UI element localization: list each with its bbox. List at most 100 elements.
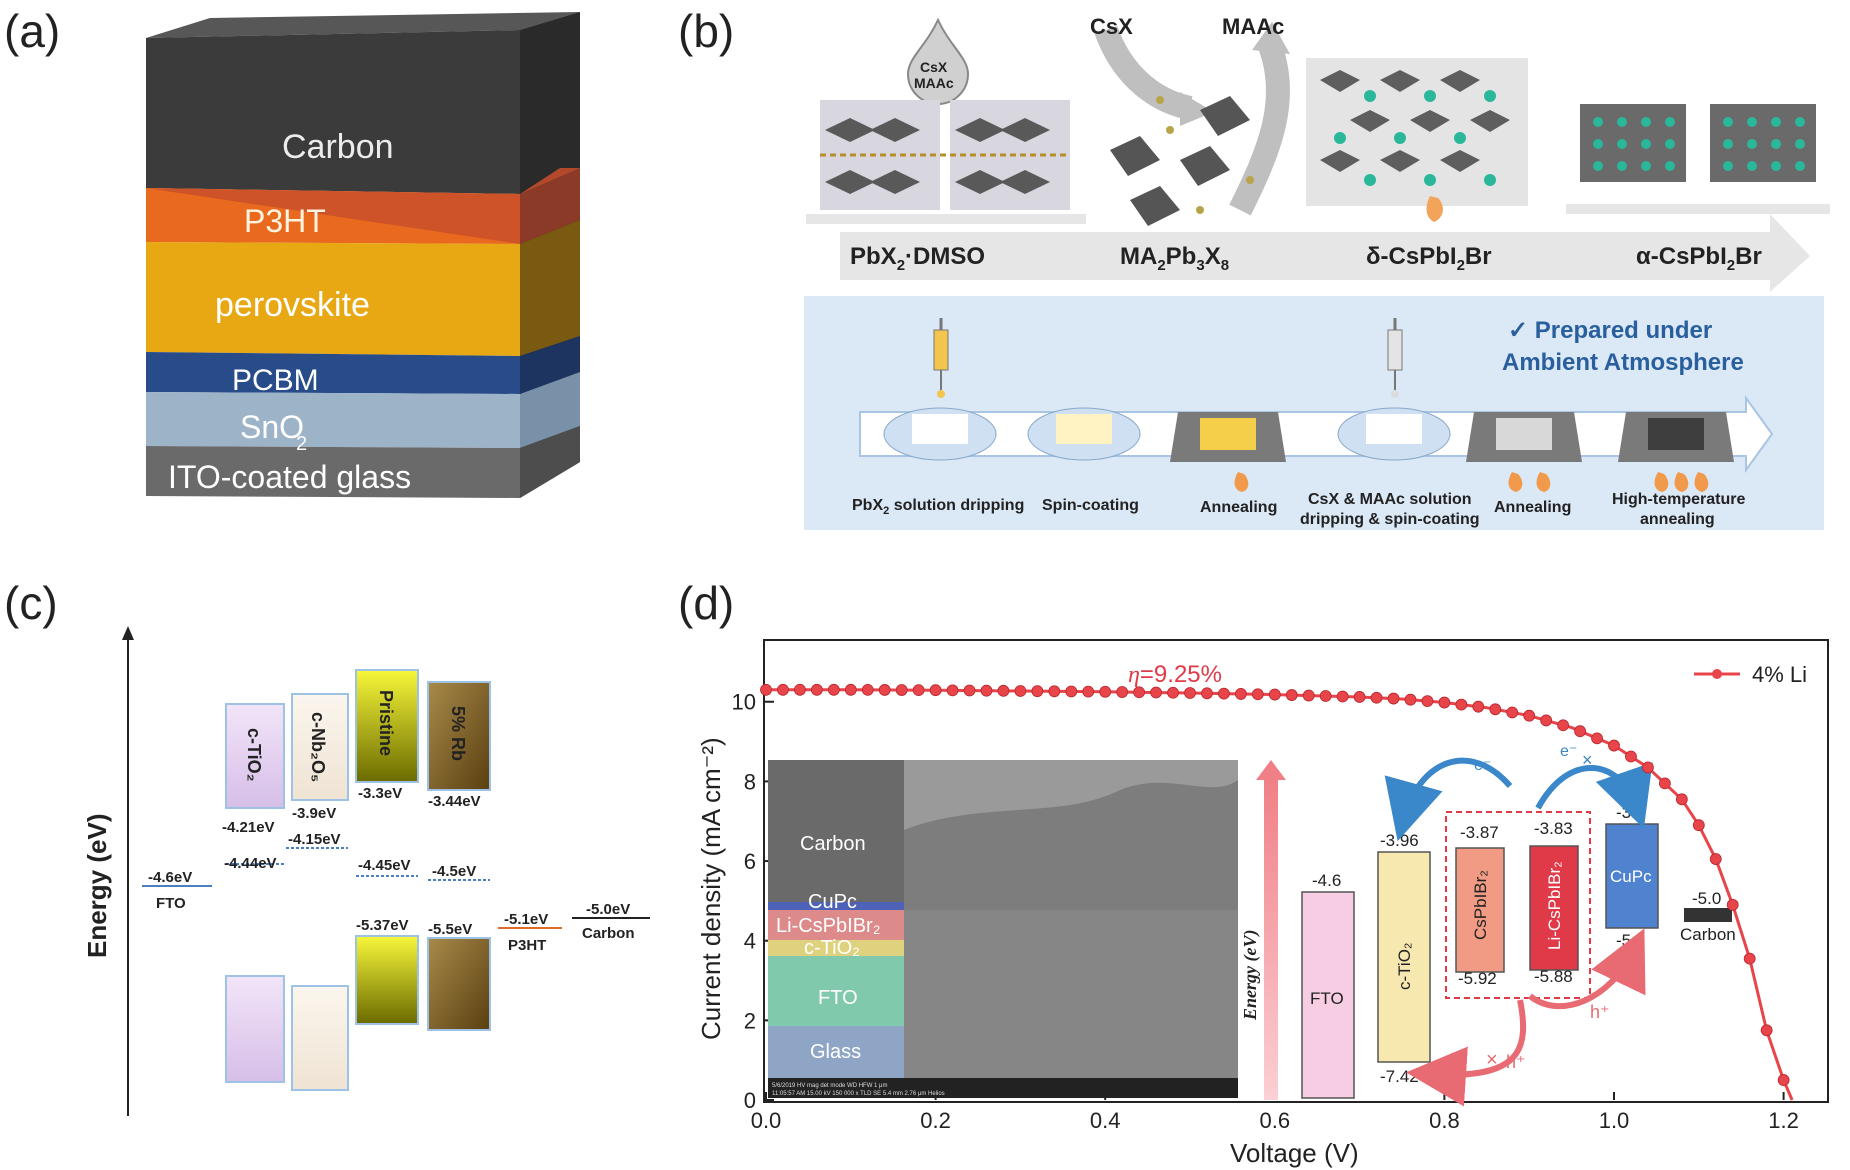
layer-label-carbon: Carbon [282, 128, 394, 166]
data-point [1692, 819, 1705, 832]
data-point [861, 683, 874, 696]
data-point [1353, 691, 1366, 703]
svg-text:CsPbIBr₂: CsPbIBr₂ [1471, 870, 1490, 940]
svg-text:Carbon: Carbon [1680, 925, 1736, 944]
data-point [1251, 688, 1264, 701]
step-label-6a: High-temperature [1612, 491, 1745, 508]
c-ylabel: Energy (eV) [82, 814, 112, 959]
data-point [777, 683, 789, 696]
data-point [1540, 714, 1553, 727]
prepared-line1: ✓ Prepared under [1508, 317, 1712, 344]
layer-label-sno2: SnO [240, 409, 304, 445]
data-point [1506, 706, 1519, 719]
data-point [1218, 687, 1230, 700]
data-point [1523, 709, 1536, 722]
arrow-up-icon [122, 626, 134, 640]
layer-label-perovskite: perovskite [215, 286, 370, 324]
svg-text:-4.15eV: -4.15eV [288, 831, 341, 848]
svg-text:α-CsPbI2Br: α-CsPbI2Br [1636, 243, 1762, 274]
data-point [1133, 686, 1146, 699]
data-point [963, 684, 976, 697]
data-point [1675, 793, 1688, 806]
band-tio2 [1377, 851, 1431, 1063]
data-point [980, 684, 993, 697]
svg-text:P3HT: P3HT [508, 937, 546, 954]
hotplate-3 [1618, 412, 1734, 462]
legend-label: 4% Li [1752, 662, 1807, 687]
svg-text:-3.9eV: -3.9eV [292, 805, 336, 822]
svg-text:-3.96: -3.96 [1380, 831, 1419, 850]
svg-text:-5.0: -5.0 [1692, 889, 1721, 908]
data-point [1031, 685, 1044, 698]
data-point [794, 683, 806, 696]
data-point [1268, 688, 1281, 701]
svg-text:-5.37eV: -5.37eV [356, 917, 409, 934]
svg-text:Carbon: Carbon [800, 833, 866, 855]
crystal-ma2pb3x8-icon [1094, 22, 1291, 226]
sno2-layer [146, 392, 520, 448]
panel-label-a: (a) [4, 5, 61, 57]
svg-text:CsX: CsX [1090, 14, 1133, 39]
layer-label-pcbm: PCBM [232, 364, 319, 397]
step-label-6b: annealing [1640, 511, 1715, 528]
svg-text:11:05:57 AM 15.00 kV 150 000: 11:05:57 AM 15.00 kV 150 000 x TLD SE 5.… [772, 1091, 945, 1097]
svg-text:MAAc: MAAc [1222, 14, 1284, 39]
spin-dish-3 [1337, 407, 1451, 461]
band-cspbibr2 [1455, 847, 1505, 973]
spin-dish-2 [1027, 407, 1141, 461]
svg-text:Glass: Glass [810, 1041, 861, 1063]
svg-text:c-Nb₂O₅: c-Nb₂O₅ [308, 712, 328, 782]
svg-text:-3.44eV: -3.44eV [428, 793, 481, 810]
svg-text:-5.5eV: -5.5eV [428, 921, 472, 938]
legend-marker [1712, 669, 1722, 679]
svg-text:FTO: FTO [818, 987, 858, 1009]
data-point [1574, 725, 1586, 738]
data-point [1709, 853, 1722, 865]
data-point [1014, 685, 1027, 697]
y-tick-label: 0 [744, 1088, 756, 1113]
data-point [1642, 761, 1654, 774]
y-tick-label: 4 [744, 929, 756, 954]
data-point [1082, 685, 1095, 698]
perovskite-layer [146, 242, 520, 356]
crystal-pbx2-dmso-icon [820, 100, 1070, 210]
svg-text:CuPc: CuPc [1610, 867, 1652, 886]
svg-text:Li-CsPbIBr₂: Li-CsPbIBr₂ [1545, 861, 1564, 950]
svg-text:-4.5eV: -4.5eV [432, 863, 476, 880]
data-point [1302, 689, 1315, 702]
svg-text:c-TiO₂: c-TiO₂ [244, 728, 264, 782]
block-tio2 [225, 703, 285, 809]
svg-text:5% Rb: 5% Rb [448, 706, 468, 761]
hotplate-1 [1170, 412, 1286, 462]
svg-text:-4.21eV: -4.21eV [222, 819, 275, 836]
data-point [946, 684, 959, 697]
x-axis-label: Voltage (V) [1230, 1138, 1359, 1168]
svg-text:CuPc: CuPc [808, 891, 857, 913]
layer-label-sno2-sub: 2 [296, 433, 307, 455]
panel-label-c: (c) [4, 577, 58, 629]
data-point [810, 683, 823, 696]
svg-text:-5.0eV: -5.0eV [586, 901, 630, 918]
data-point [1658, 777, 1671, 790]
data-point [1438, 696, 1451, 709]
data-point [878, 684, 891, 696]
svg-text:-5.2: -5.2 [1616, 931, 1645, 950]
svg-text:Energy (eV): Energy (eV) [1240, 930, 1261, 1021]
svg-text:Pristine: Pristine [376, 690, 396, 756]
data-point [1370, 691, 1383, 704]
svg-text:δ-CsPbI2Br: δ-CsPbI2Br [1366, 243, 1492, 274]
blocked-x-icon-2: × [1486, 1049, 1498, 1071]
svg-text:-5.92: -5.92 [1458, 969, 1497, 988]
data-point [1455, 698, 1468, 711]
x-tick-label: 0.0 [751, 1108, 782, 1133]
data-point [1167, 686, 1179, 699]
data-point [1726, 898, 1739, 911]
step-label-3: Annealing [1200, 499, 1277, 516]
data-point [929, 684, 942, 697]
x-tick-label: 0.2 [920, 1108, 951, 1133]
data-point [1743, 952, 1756, 965]
efficiency-label: η=9.25% [1128, 661, 1222, 688]
svg-text:CsX: CsX [920, 59, 948, 75]
